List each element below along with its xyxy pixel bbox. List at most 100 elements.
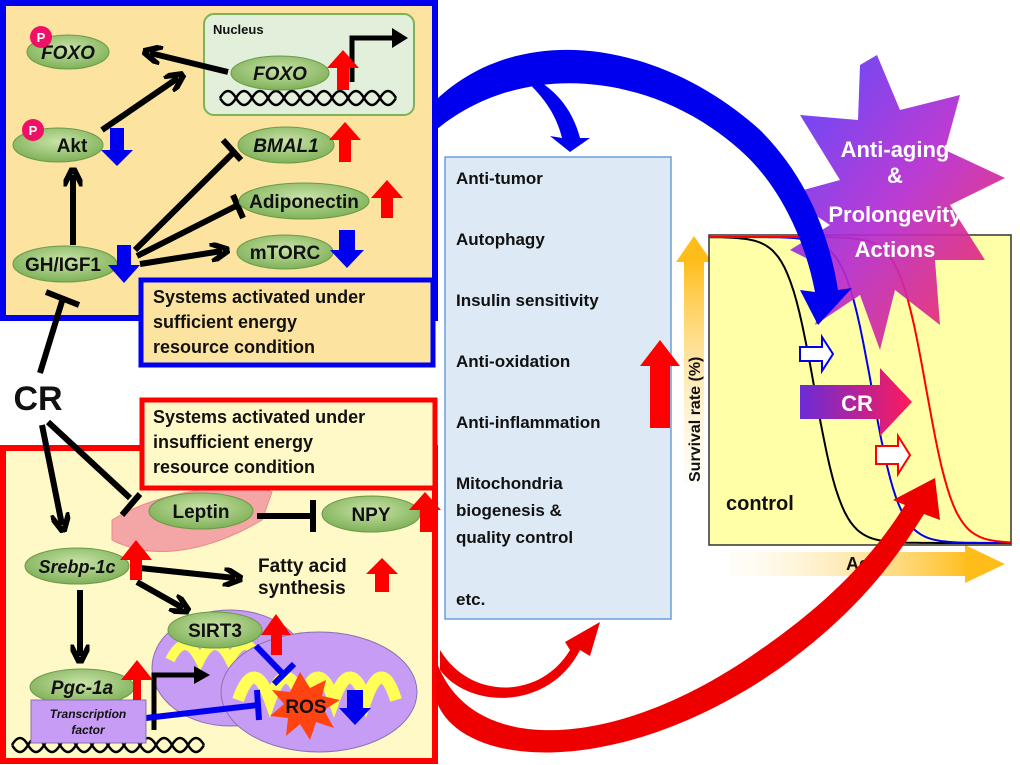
phospho-label: P <box>37 30 46 45</box>
caption-line: Systems activated under <box>153 407 365 427</box>
down-arrow-icon <box>330 230 364 268</box>
arrowhead-icon <box>676 236 712 262</box>
node-leptin <box>148 492 254 530</box>
caption-line: Systems activated under <box>153 287 365 307</box>
node-sirt3-label: SIRT3 <box>188 621 242 642</box>
node-sirt3 <box>167 611 263 649</box>
up-arrow-icon <box>371 180 403 218</box>
phospho-badge <box>22 119 44 141</box>
transcription-factor-box <box>30 699 147 744</box>
red-curved-arrow-to-chart <box>436 478 940 753</box>
transcription-factor-label: factor <box>71 723 106 737</box>
node-bmal1-label: BMAL1 <box>253 136 318 157</box>
node-bmal1 <box>237 126 335 164</box>
cristae <box>232 671 402 718</box>
node-adiponectin-label: Adiponectin <box>249 192 359 213</box>
down-arrow-icon <box>101 128 133 166</box>
arrowhead-icon <box>392 28 408 48</box>
caption-line: resource condition <box>153 457 315 477</box>
survival-ylabel: Survival rate (%) <box>687 357 704 482</box>
arrowhead-icon <box>194 666 210 684</box>
effect-item: Anti-oxidation <box>456 352 570 371</box>
effect-item: Insulin sensitivity <box>456 291 599 310</box>
ros-burst <box>270 672 340 740</box>
shift-arrow-blue <box>799 333 835 375</box>
up-arrow-icon <box>120 540 152 580</box>
node-foxo-phospho-label: FOXO <box>41 43 95 64</box>
node-ros-label: ROS <box>285 697 326 718</box>
effect-item: Mitochondria <box>456 474 563 493</box>
dna-strand <box>218 89 398 107</box>
up-arrow-icon <box>327 50 359 90</box>
arrow-cr-srebp <box>39 424 62 525</box>
arrow-akt-foxo <box>100 78 178 133</box>
effects-box <box>444 156 672 620</box>
inhibit-bar <box>220 137 244 163</box>
caption-line: resource condition <box>153 337 315 357</box>
transcription-start-arrow <box>151 672 196 730</box>
inhibit-bar <box>230 193 246 220</box>
insufficient-energy-caption-box <box>139 397 438 491</box>
up-arrow-icon <box>261 614 291 655</box>
node-adiponectin <box>238 182 370 220</box>
burst-line: Actions <box>855 237 936 262</box>
inhibit-cr-gh <box>37 297 66 374</box>
inhibit-sirt3-ros <box>253 643 287 678</box>
node-mtorc-label: mTORC <box>250 243 321 264</box>
sufficient-energy-caption-box <box>138 277 436 368</box>
node-gh-igf1-label: GH/IGF1 <box>25 255 101 276</box>
red-curved-arrow-to-effects <box>440 622 600 698</box>
node-pgc-1a-label: Pgc-1a <box>51 678 114 699</box>
control-label: control <box>726 493 794 515</box>
node-npy-label: NPY <box>351 505 390 526</box>
up-arrow-icon <box>640 340 680 428</box>
cr-arrow-label: CR <box>841 391 873 416</box>
node-leptin-label: Leptin <box>173 502 230 523</box>
node-foxo-nucleus-label: FOXO <box>253 64 307 85</box>
inhibit-pgc-ros <box>145 702 259 721</box>
inhibit-bmal1 <box>132 151 235 253</box>
inhibit-bar <box>271 661 297 687</box>
arrow-gh-mtorc <box>139 251 222 267</box>
phospho-label: P <box>29 123 38 138</box>
effect-item: Autophagy <box>456 230 545 249</box>
node-srebp-1c-label: Srebp-1c <box>38 557 115 577</box>
up-arrow-icon <box>329 122 361 162</box>
node-srebp-1c <box>24 547 130 585</box>
burst-line: Anti-aging <box>841 137 950 162</box>
nucleus-label: Nucleus <box>213 22 264 37</box>
transcription-factor-label: Transcription <box>50 707 126 721</box>
phospho-badge <box>30 26 52 48</box>
node-foxo-nucleus <box>230 55 330 91</box>
cr-label: CR <box>13 380 62 418</box>
effect-item: Anti-inflammation <box>456 413 601 432</box>
node-akt-label: Akt <box>57 136 88 157</box>
inhibit-cr-leptin <box>45 419 133 501</box>
burst-line: Prolongevity <box>828 202 962 227</box>
inhibit-adiponectin <box>135 202 240 259</box>
inhibit-bar <box>44 289 81 308</box>
inhibit-bar <box>119 492 143 517</box>
effect-item: Anti-tumor <box>456 169 543 188</box>
effect-item: etc. <box>456 590 485 609</box>
effect-item: biogenesis & <box>456 501 562 520</box>
arrow-srebp-fatty-acid <box>139 565 235 578</box>
fatty-acid-label: synthesis <box>258 578 346 599</box>
caption-line: sufficient energy <box>153 312 297 332</box>
burst-line: & <box>887 163 903 188</box>
down-arrow-icon <box>108 245 140 283</box>
arrow-foxo-export <box>150 53 229 75</box>
x-axis-arrow <box>730 552 970 576</box>
up-arrow-icon <box>366 558 398 592</box>
up-arrow-icon <box>121 660 153 700</box>
arrowhead-icon <box>965 545 1005 583</box>
shift-arrow-red <box>875 432 912 478</box>
blue-curved-arrow-to-chart <box>436 49 852 325</box>
arrow-srebp-sirt3 <box>135 579 183 608</box>
inhibit-bar <box>254 689 262 721</box>
blue-curved-arrow-to-effects <box>512 68 590 152</box>
y-axis-arrow <box>684 260 704 485</box>
cr-shift-arrow <box>800 368 912 436</box>
effect-item: quality control <box>456 528 573 547</box>
